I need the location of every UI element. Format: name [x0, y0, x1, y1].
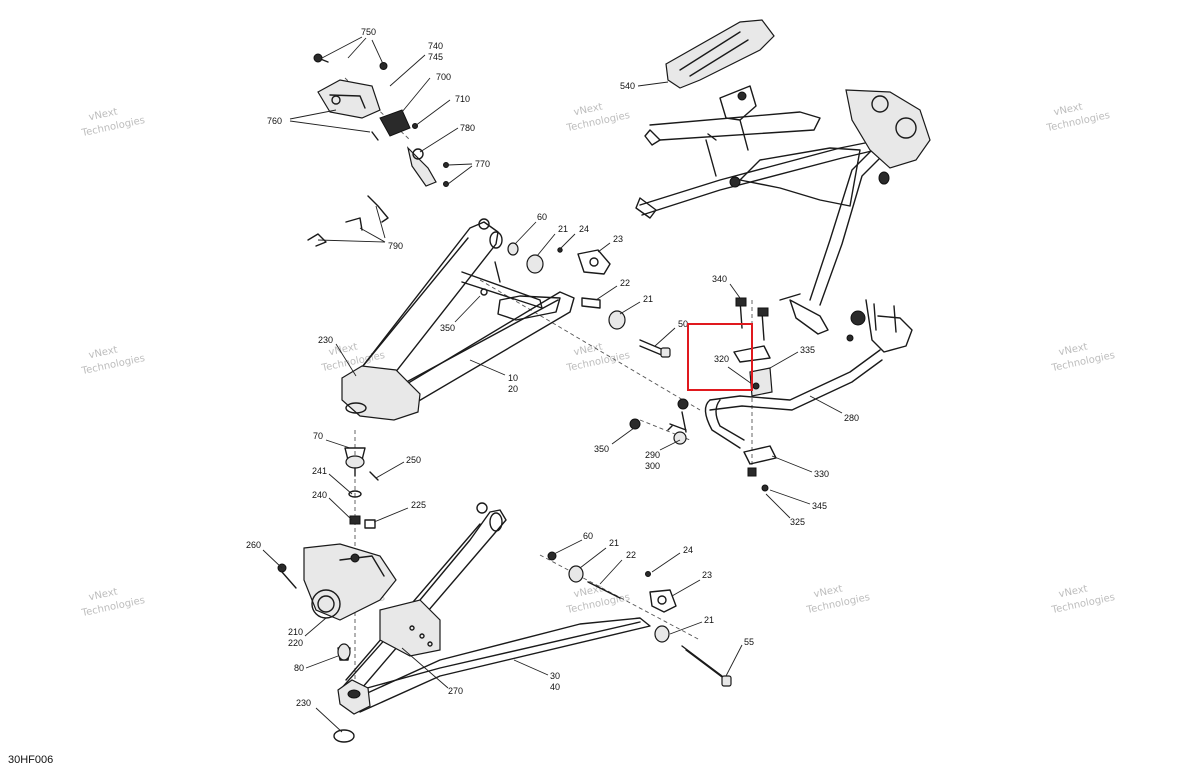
callout-80: 80 [294, 663, 304, 673]
callout-225: 225 [411, 500, 426, 510]
callout-335: 335 [800, 345, 815, 355]
upper-arm-hardware [507, 242, 671, 358]
callout-745: 745 [428, 52, 443, 62]
callout-270: 270 [448, 686, 463, 696]
callout-23: 23 [613, 234, 623, 244]
upper-a-arm [341, 218, 575, 421]
callout-260: 260 [246, 540, 261, 550]
callout-21: 21 [558, 224, 568, 234]
callout-10: 10 [508, 373, 518, 383]
callout-300: 300 [645, 461, 660, 471]
callout-345: 345 [812, 501, 827, 511]
callout-350: 350 [594, 444, 609, 454]
callout-21: 21 [643, 294, 653, 304]
callout-290: 290 [645, 450, 660, 460]
callout-710: 710 [455, 94, 470, 104]
callout-70: 70 [313, 431, 323, 441]
callout-21: 21 [609, 538, 619, 548]
callout-23: 23 [702, 570, 712, 580]
callout-770: 770 [475, 159, 490, 169]
callout-760: 760 [267, 116, 282, 126]
callout-700: 700 [436, 72, 451, 82]
stabilizer-bar-assembly [629, 297, 913, 492]
callout-labels: 750 740 745 700 710 760 780 770 790 540 … [246, 27, 859, 708]
leader-lines [262, 36, 843, 733]
callout-60: 60 [537, 212, 547, 222]
callout-250: 250 [406, 455, 421, 465]
callout-220: 220 [288, 638, 303, 648]
callout-240: 240 [312, 490, 327, 500]
callout-22: 22 [620, 278, 630, 288]
callout-24: 24 [579, 224, 589, 234]
callout-740: 740 [428, 41, 443, 51]
callout-280: 280 [844, 413, 859, 423]
callout-20: 20 [508, 384, 518, 394]
callout-230: 230 [296, 698, 311, 708]
highlight-box [687, 323, 753, 391]
callout-241: 241 [312, 466, 327, 476]
callout-230: 230 [318, 335, 333, 345]
lower-arm-hardware [547, 551, 732, 687]
callout-22: 22 [626, 550, 636, 560]
callout-340: 340 [712, 274, 727, 284]
callout-60: 60 [583, 531, 593, 541]
frame-section [635, 19, 931, 335]
callout-21: 21 [704, 615, 714, 625]
callout-325: 325 [790, 517, 805, 527]
callout-55: 55 [744, 637, 754, 647]
callout-40: 40 [550, 682, 560, 692]
callout-330: 330 [814, 469, 829, 479]
callout-320: 320 [714, 354, 729, 364]
callout-790: 790 [388, 241, 403, 251]
callout-30: 30 [550, 671, 560, 681]
lower-a-arm [337, 502, 651, 715]
callout-750: 750 [361, 27, 376, 37]
callout-540: 540 [620, 81, 635, 91]
callout-350: 350 [440, 323, 455, 333]
callout-50: 50 [678, 319, 688, 329]
sensor-bracket-assembly [307, 53, 449, 247]
watermark-layer: vNext Technologies vNext Technologies vN… [80, 101, 1116, 619]
callout-210: 210 [288, 627, 303, 637]
callout-780: 780 [460, 123, 475, 133]
figure-code: 30HF006 [8, 754, 54, 766]
callout-24: 24 [683, 545, 693, 555]
knuckle-assembly [277, 447, 397, 743]
